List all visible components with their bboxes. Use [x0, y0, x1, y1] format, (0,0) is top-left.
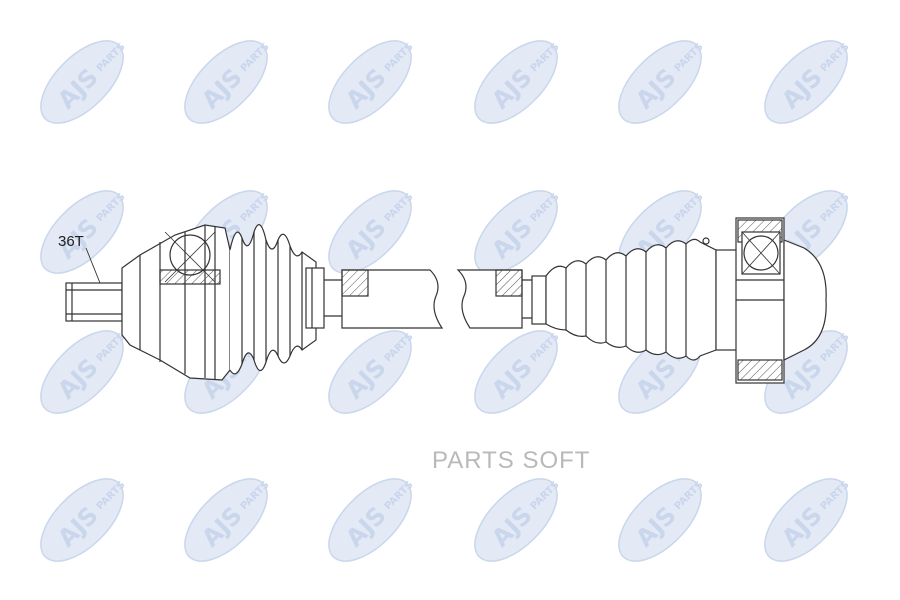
- inner-cv-joint: [715, 217, 827, 384]
- shaft-left-section: [324, 269, 444, 329]
- spline-count-label: 36T: [58, 233, 84, 250]
- footer-watermark: PARTS SOFT: [432, 447, 591, 474]
- drive-shaft: [65, 217, 827, 384]
- spline-stub: [65, 247, 123, 322]
- left-boot: [229, 224, 325, 375]
- shaft-right-section: [456, 269, 547, 329]
- outer-cv-joint: [121, 224, 231, 381]
- right-boot: [545, 237, 717, 361]
